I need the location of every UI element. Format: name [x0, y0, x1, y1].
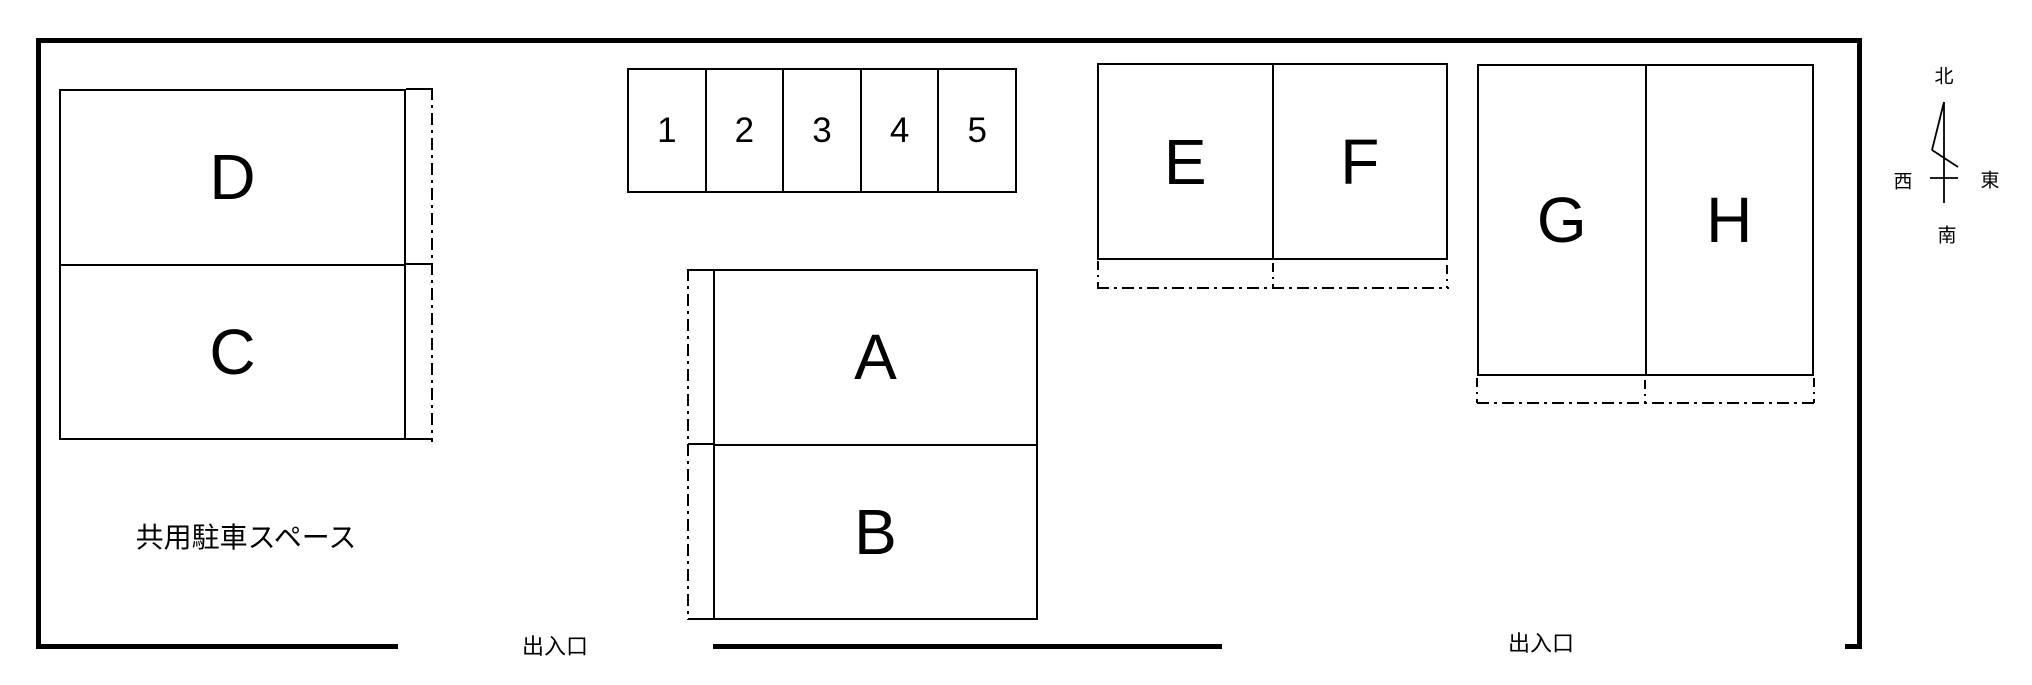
- parking-block-ab: A B: [713, 269, 1038, 620]
- boundary-dashdot-line-dc: [431, 88, 433, 442]
- outer-border-bottom-left-segment: [36, 644, 398, 649]
- compass-west-label: 西: [1893, 171, 1913, 193]
- parking-block-dc: D C: [59, 89, 406, 440]
- space-label-3: 3: [812, 111, 832, 150]
- parking-space-g: G: [1479, 66, 1647, 374]
- space-label-4: 4: [889, 111, 910, 150]
- boundary-stub-gh-right: [1813, 378, 1815, 403]
- space-label-5: 5: [967, 111, 987, 150]
- entrance-label-right: 出入口: [1507, 631, 1575, 656]
- parking-space-c: C: [61, 266, 404, 439]
- space-label-g: G: [1536, 184, 1587, 256]
- parking-space-d: D: [61, 91, 404, 266]
- outer-border-bottom-right-stub: [1845, 644, 1862, 649]
- parking-space-1: 1: [629, 70, 707, 191]
- space-label-2: 2: [734, 111, 755, 150]
- parking-space-b: B: [715, 446, 1036, 619]
- boundary-stub-ef-left: [1097, 261, 1099, 288]
- boundary-stub-gh-left: [1476, 378, 1478, 403]
- outer-border-bottom-middle-segment: [713, 644, 1222, 649]
- boundary-stub-ab-bottom: [688, 618, 714, 620]
- parking-block-numbered: 1 2 3 4 5: [627, 68, 1017, 193]
- space-label-1: 1: [657, 111, 677, 150]
- boundary-stub-ef-right: [1446, 265, 1448, 288]
- parking-space-a: A: [715, 271, 1036, 446]
- space-label-a: A: [854, 321, 897, 394]
- parking-space-2: 2: [707, 70, 785, 191]
- parking-space-5: 5: [939, 70, 1015, 191]
- outer-border-top: [36, 38, 1862, 43]
- boundary-dashdot-line-gh: [1477, 402, 1815, 404]
- boundary-stub-ef-middle: [1272, 263, 1274, 288]
- compass-needle-icon: [1930, 101, 1959, 203]
- parking-space-f: F: [1274, 65, 1447, 258]
- parking-block-gh: G H: [1477, 64, 1814, 376]
- shared-parking-label: 共用駐車スペース: [135, 522, 357, 553]
- boundary-stub-dc-top: [406, 88, 433, 90]
- outer-border-right: [1857, 38, 1862, 649]
- boundary-stub-dc-middle: [406, 263, 433, 265]
- parking-block-ef: E F: [1097, 63, 1448, 260]
- space-label-f: F: [1340, 125, 1380, 198]
- boundary-stub-ab-middle: [688, 443, 714, 445]
- parking-space-4: 4: [862, 70, 940, 191]
- parking-space-3: 3: [784, 70, 862, 191]
- space-label-h: H: [1706, 184, 1753, 256]
- compass-south-label: 南: [1937, 225, 1957, 247]
- compass-east-label: 東: [1980, 170, 2000, 192]
- space-label-d: D: [209, 141, 256, 214]
- boundary-stub-dc-bottom: [406, 438, 433, 440]
- parking-space-h: H: [1647, 66, 1813, 374]
- space-label-c: C: [209, 315, 256, 388]
- boundary-stub-gh-middle: [1644, 380, 1646, 403]
- parking-space-e: E: [1099, 65, 1274, 258]
- boundary-stub-ab-top: [688, 269, 714, 271]
- space-label-e: E: [1163, 125, 1207, 198]
- outer-border-left: [36, 38, 41, 649]
- boundary-dashdot-line-ef: [1097, 287, 1449, 289]
- space-label-b: B: [854, 495, 897, 568]
- compass-north-label: 北: [1934, 66, 1954, 88]
- entrance-label-left: 出入口: [521, 634, 589, 659]
